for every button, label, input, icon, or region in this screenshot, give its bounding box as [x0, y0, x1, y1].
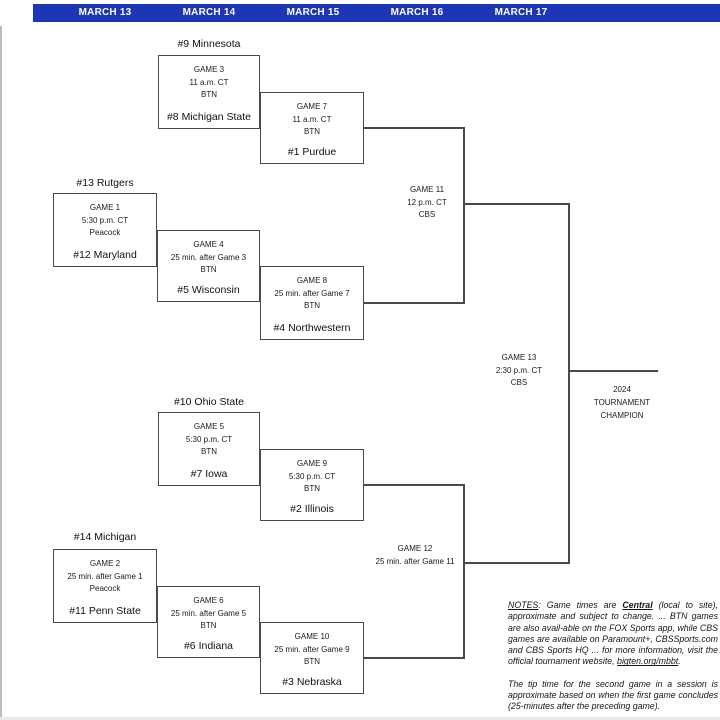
notes-text: (local to site), approximate and subject…	[508, 600, 718, 667]
game-13-label: GAME 13	[501, 353, 537, 362]
game-8-bottom-team: #4 Northwestern	[273, 322, 351, 334]
seed-label-rutgers: #13 Rutgers	[76, 177, 134, 189]
game-5-box: GAME 5 5:30 p.m. CT BTN #7 Iowa	[158, 412, 260, 486]
game-1-label: GAME 1	[89, 203, 121, 212]
champion-line	[570, 370, 658, 372]
header-date-march-14: MARCH 14	[182, 7, 236, 18]
game-7-label: GAME 7	[296, 102, 328, 111]
notes-text: .	[678, 656, 681, 667]
game-4-box: GAME 4 25 min. after Game 3 BTN #5 Wisco…	[157, 230, 260, 302]
connector-game11-vertical	[463, 127, 465, 304]
champion-year: 2024	[613, 385, 631, 394]
connector-game9-out	[364, 484, 465, 486]
game-7-network: BTN	[304, 127, 320, 136]
champion-word1: TOURNAMENT	[593, 398, 651, 407]
game-4-bottom-team: #5 Wisconsin	[177, 284, 240, 296]
game-3-network: BTN	[201, 90, 217, 99]
header-date-march-13: MARCH 13	[78, 7, 132, 18]
game-13-time: 2:30 p.m. CT	[495, 365, 543, 375]
tournament-website-link[interactable]: bigten.org/mbbt	[617, 656, 679, 667]
game-8-label: GAME 8	[296, 276, 328, 285]
game-4-label: GAME 4	[193, 240, 224, 249]
connector-game11-out	[465, 203, 570, 205]
connector-game8-out	[364, 302, 465, 304]
game-1-bottom-team: #12 Maryland	[73, 249, 137, 261]
game-1-network: Peacock	[89, 228, 121, 237]
game-10-time: 25 min. after Game 9	[274, 644, 350, 654]
game-9-bottom-team: #2 Illinois	[290, 503, 334, 515]
game-6-time: 25 min. after Game 5	[170, 608, 247, 618]
game-13-text: GAME 13 2:30 p.m. CT CBS	[470, 352, 568, 390]
notes-text: : Game times are	[538, 600, 623, 610]
notes-paragraph-1: NOTES: Game times are Central (local to …	[508, 600, 718, 668]
game-3-box: GAME 3 11 a.m. CT BTN #8 Michigan State	[158, 55, 260, 129]
seed-label-michigan: #14 Michigan	[73, 531, 137, 543]
game-3-time: 11 a.m. CT	[189, 77, 229, 87]
game-8-network: BTN	[304, 301, 320, 310]
page-left-edge	[0, 26, 2, 720]
game-9-label: GAME 9	[296, 459, 328, 468]
game-9-time: 5:30 p.m. CT	[288, 471, 336, 481]
game-12-text: GAME 12 25 min. after Game 11	[366, 543, 464, 568]
game-5-label: GAME 5	[193, 422, 225, 431]
connector-game7-out	[364, 127, 465, 129]
game-7-time: 11 a.m. CT	[292, 114, 332, 124]
seed-label-minnesota: #9 Minnesota	[177, 38, 241, 50]
game-10-box: GAME 10 25 min. after Game 9 BTN #3 Nebr…	[260, 622, 364, 694]
game-10-network: BTN	[304, 657, 320, 666]
game-4-time: 25 min. after Game 3	[170, 252, 247, 262]
game-2-box: GAME 2 25 min. after Game 1 Peacock #11 …	[53, 549, 157, 623]
game-5-network: BTN	[201, 447, 217, 456]
date-header-bar	[33, 4, 720, 22]
game-5-bottom-team: #7 Iowa	[190, 468, 228, 480]
game-11-network: CBS	[418, 210, 436, 219]
game-2-label: GAME 2	[89, 559, 121, 568]
game-9-network: BTN	[304, 484, 320, 493]
game-6-network: BTN	[200, 621, 217, 630]
header-date-march-15: MARCH 15	[286, 7, 340, 18]
connector-game12-vertical	[463, 484, 465, 659]
header-date-march-17: MARCH 17	[494, 7, 548, 18]
champion-text: 2024 TOURNAMENT CHAMPION	[573, 383, 671, 422]
connector-game12-out	[465, 562, 570, 564]
game-3-label: GAME 3	[193, 65, 225, 74]
champion-word2: CHAMPION	[600, 411, 644, 420]
game-9-box: GAME 9 5:30 p.m. CT BTN #2 Illinois	[260, 449, 364, 521]
game-5-time: 5:30 p.m. CT	[185, 434, 233, 444]
game-2-time: 25 min. after Game 1	[67, 571, 143, 581]
game-1-time: 5:30 p.m. CT	[81, 215, 129, 225]
game-8-box: GAME 8 25 min. after Game 7 BTN #4 North…	[260, 266, 364, 340]
game-10-bottom-team: #3 Nebraska	[282, 676, 342, 688]
game-11-time: 12 p.m. CT	[407, 197, 447, 207]
game-11-text: GAME 11 12 p.m. CT CBS	[378, 184, 476, 222]
game-1-box: GAME 1 5:30 p.m. CT Peacock #12 Maryland	[53, 193, 157, 267]
page-bottom-edge	[0, 717, 720, 720]
game-2-network: Peacock	[89, 584, 121, 593]
game-7-box: GAME 7 11 a.m. CT BTN #1 Purdue	[260, 92, 364, 164]
game-2-bottom-team: #11 Penn State	[69, 605, 141, 617]
game-6-label: GAME 6	[193, 596, 224, 605]
game-6-box: GAME 6 25 min. after Game 5 BTN #6 India…	[157, 586, 260, 658]
game-4-network: BTN	[200, 265, 217, 274]
game-8-time: 25 min. after Game 7	[274, 288, 350, 298]
notes-label: NOTES	[508, 600, 539, 610]
connector-game10-out	[364, 657, 465, 659]
game-7-bottom-team: #1 Purdue	[287, 146, 337, 158]
game-13-network: CBS	[510, 378, 528, 387]
game-10-label: GAME 10	[294, 632, 330, 641]
notes-block: NOTES: Game times are Central (local to …	[508, 600, 718, 720]
game-12-label: GAME 12	[397, 544, 433, 553]
game-6-bottom-team: #6 Indiana	[183, 640, 234, 652]
game-3-bottom-team: #8 Michigan State	[166, 111, 252, 123]
seed-label-ohio-state: #10 Ohio State	[173, 396, 245, 408]
connector-game13-vertical	[568, 203, 570, 564]
header-date-march-16: MARCH 16	[390, 7, 444, 18]
notes-paragraph-2: The tip time for the second game in a se…	[508, 678, 718, 712]
game-12-time: 25 min. after Game 11	[375, 556, 455, 566]
game-11-label: GAME 11	[409, 185, 445, 194]
notes-central-emphasis: Central	[622, 600, 653, 610]
